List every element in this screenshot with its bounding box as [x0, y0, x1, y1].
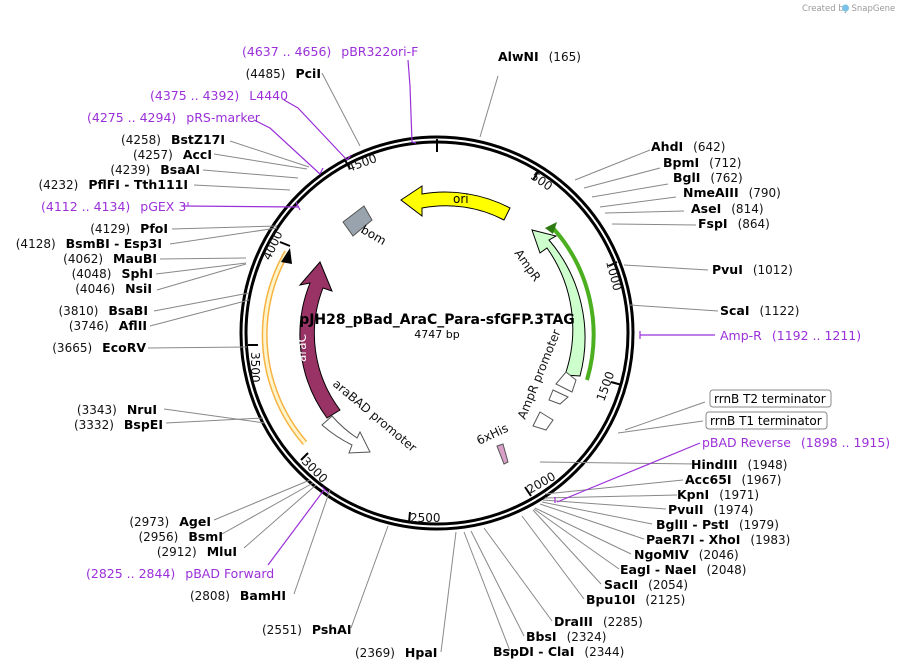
enzyme-site[interactable]: HindIII(1948) — [691, 457, 787, 472]
enzyme-site[interactable]: (2369)HpaI — [355, 645, 437, 660]
primer-site[interactable]: pBAD Reverse(1898 .. 1915) — [702, 435, 890, 450]
ampr-feature[interactable] — [531, 229, 586, 377]
enzyme-site[interactable]: PvuII(1974) — [668, 502, 753, 517]
terminator-arrow-1 — [548, 389, 569, 405]
enzyme-site[interactable]: PvuI(1012) — [712, 262, 793, 277]
primer-markers — [183, 59, 715, 566]
enzyme-site[interactable]: BglI(762) — [673, 170, 743, 185]
arac-label: araC — [295, 334, 309, 362]
enzyme-site[interactable]: Bpu10I(2125) — [586, 592, 685, 607]
tick-label-3500: 3500 — [248, 352, 262, 383]
enzyme-site[interactable]: SacII(2054) — [604, 577, 688, 592]
primer-site[interactable]: (4275 .. 4294)pRS-marker — [87, 110, 261, 125]
arabad-promoter-label: araBAD promoter — [330, 377, 419, 455]
enzyme-site[interactable]: (2808)BamHI — [190, 588, 286, 603]
arac-feature[interactable] — [298, 261, 341, 419]
bom-feature[interactable] — [342, 205, 373, 237]
arac-cds-arrowhead — [281, 248, 292, 264]
enzyme-site[interactable]: NmeAIII(790) — [683, 185, 781, 200]
enzyme-site[interactable]: (4258)BstZ17I — [121, 132, 225, 147]
rrnb-t2-terminator-box[interactable] — [709, 389, 832, 408]
ampr-promoter-feature[interactable] — [555, 371, 577, 393]
enzyme-site[interactable]: BpmI(712) — [663, 155, 741, 170]
rrnb-t1-terminator-box[interactable] — [705, 411, 828, 430]
enzyme-site[interactable]: (4128)BsmBI - Esp3I — [16, 236, 162, 251]
his-tag-feature[interactable] — [496, 443, 509, 465]
enzyme-site[interactable]: (4062)MauBI — [63, 251, 157, 266]
rrnb-t1-terminator-label: rrnB T1 terminator — [710, 414, 822, 428]
primer-labels: (4637 .. 4656)pBR322ori-F (4375 .. 4392)… — [41, 44, 890, 581]
enzyme-site[interactable]: (3332)BspEI — [74, 417, 163, 432]
enzyme-site[interactable]: (2956)BsmI — [138, 529, 223, 544]
primer-site[interactable]: (4375 .. 4392)L4440 — [150, 88, 288, 103]
tick-label-2500: 2500 — [410, 511, 441, 525]
enzyme-site[interactable]: AhdI(642) — [651, 139, 725, 154]
enzyme-site[interactable]: (4232)PflFI - Tth111I — [38, 177, 188, 192]
enzyme-site[interactable]: ScaI(1122) — [720, 303, 799, 318]
enzyme-site[interactable]: AlwNI(165) — [498, 49, 581, 64]
leader-lines — [147, 72, 719, 653]
primer-site[interactable]: Amp-R(1192 .. 1211) — [720, 328, 861, 343]
ampr-promoter-label: AmpR promoter — [515, 327, 564, 421]
tick-label-4500: 4500 — [345, 151, 378, 175]
enzyme-site[interactable]: (4046)NsiI — [75, 281, 152, 296]
enzyme-site[interactable]: (4129)PfoI — [90, 221, 168, 236]
enzyme-site[interactable]: BspDI - ClaI(2344) — [493, 644, 624, 659]
enzyme-site[interactable]: (3343)NruI — [77, 402, 157, 417]
enzyme-site[interactable]: (2912)MluI — [157, 544, 237, 559]
enzyme-site[interactable]: (3746)AflII — [69, 318, 147, 333]
enzyme-site[interactable]: KpnI(1971) — [677, 487, 759, 502]
backbone-outer — [239, 135, 635, 531]
primer-site[interactable]: (4637 .. 4656)pBR322ori-F — [242, 44, 418, 59]
enzyme-site[interactable]: BbsI(2324) — [526, 629, 606, 644]
primer-site[interactable]: (2825 .. 2844)pBAD Forward — [86, 566, 274, 581]
enzyme-site[interactable]: Acc65I(1967) — [685, 472, 781, 487]
bom-label: bom — [359, 222, 389, 247]
enzyme-site[interactable]: (4485)PciI — [246, 66, 321, 81]
enzyme-site[interactable]: (2551)PshAI — [262, 622, 352, 637]
ampr-cds-arrowhead — [545, 222, 557, 234]
primer-site[interactable]: (4112 .. 4134)pGEX 3' — [41, 199, 190, 214]
rrnb-t2-terminator-label: rrnB T2 terminator — [714, 392, 826, 406]
left-enzyme-labels: (4485)PciI (4258)BstZ17I (4257)AccI (423… — [16, 66, 321, 603]
enzyme-site[interactable]: FspI(864) — [698, 216, 770, 231]
his-tag-label: 6xHis — [474, 421, 510, 448]
enzyme-site[interactable]: PaeR7I - XhoI(1983) — [646, 532, 790, 547]
ori-feature[interactable] — [400, 185, 511, 221]
enzyme-site[interactable]: (4239)BsaAI — [110, 162, 200, 177]
right-enzyme-labels: AlwNI(165) AhdI(642) BpmI(712) BglI(762)… — [493, 49, 799, 659]
enzyme-site[interactable]: (3810)BsaBI — [59, 303, 149, 318]
enzyme-site[interactable]: BglII - PstI(1979) — [656, 517, 779, 532]
plasmid-name: pJH28_pBad_AraC_Para-sfGFP.3TAG — [299, 312, 575, 328]
enzyme-site[interactable]: (4048)SphI — [72, 266, 153, 281]
enzyme-site[interactable]: DraIII(2285) — [554, 614, 643, 629]
ampr-label: AmpR — [512, 247, 544, 284]
ampr-cds-outline — [551, 226, 596, 381]
ori-label: ori — [453, 192, 469, 206]
snapgene-logo-icon — [842, 4, 849, 12]
tick-marks — [248, 139, 623, 524]
enzyme-site[interactable]: EagI - NaeI(2048) — [620, 562, 746, 577]
plasmid-size: 4747 bp — [414, 328, 459, 341]
arabad-promoter-feature[interactable] — [321, 415, 371, 454]
enzyme-site[interactable]: NgoMIV(2046) — [634, 547, 739, 562]
enzyme-site[interactable]: (4257)AccI — [133, 147, 212, 162]
enzyme-site[interactable]: (3665)EcoRV — [52, 340, 146, 355]
enzyme-site[interactable]: AseI(814) — [691, 201, 764, 216]
tick-label-1500: 1500 — [594, 370, 618, 403]
terminator-arrow-2 — [532, 411, 554, 431]
enzyme-site[interactable]: (2973)AgeI — [129, 514, 211, 529]
